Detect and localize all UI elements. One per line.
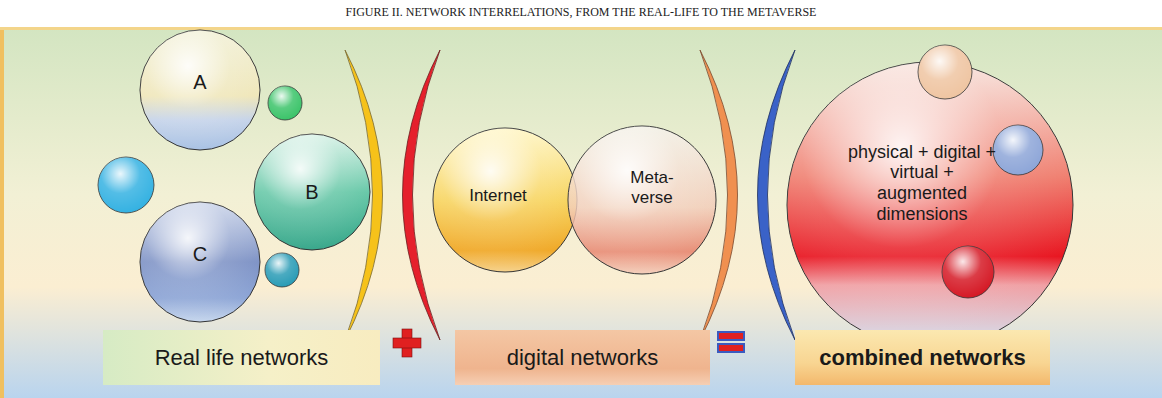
network-circle: A [139, 29, 261, 151]
band-label: Real life networks [155, 345, 329, 370]
circle-label: Meta- verse [623, 168, 681, 207]
background-fill [0, 27, 1162, 398]
network-circle: C [139, 201, 261, 323]
circle-label: A [160, 71, 240, 94]
small-bubble [265, 253, 299, 287]
combined-circle: physical + digital + virtual + augmented… [786, 61, 1074, 349]
circle-label: physical + digital + virtual + augmented… [847, 142, 997, 225]
plus-sign [393, 329, 421, 357]
circle-label: C [160, 243, 240, 266]
small-bubble [918, 45, 972, 99]
small-bubble [268, 86, 302, 120]
circle-label: B [272, 181, 352, 204]
frame-edge [0, 27, 1162, 30]
small-bubble [98, 157, 154, 213]
metaverse-circle: Meta- verse [567, 125, 717, 275]
network-circle: B [253, 133, 371, 251]
section-band: Real life networks [103, 330, 380, 385]
band-label: combined networks [819, 345, 1026, 370]
frame-edge [0, 27, 4, 398]
small-bubble [942, 246, 994, 298]
section-band: digital networks [455, 330, 710, 385]
band-label: digital networks [507, 345, 659, 370]
circle-label: Internet [448, 186, 548, 206]
internet-circle: Internet [432, 127, 578, 273]
equals-sign [718, 332, 744, 352]
figure-title: FIGURE II. NETWORK INTERRELATIONS, FROM … [0, 5, 1162, 20]
small-bubble [993, 125, 1043, 175]
section-band: combined networks [795, 330, 1050, 385]
